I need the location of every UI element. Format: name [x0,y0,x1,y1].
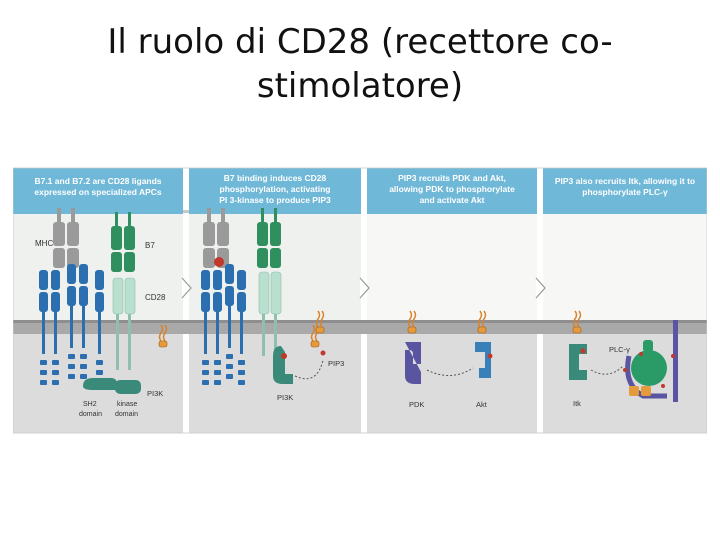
panel-3-pdk [405,310,421,384]
panel-3-akt [475,310,493,378]
panel-3-phosphorylation-arrow [426,367,474,376]
label-pip3-p2: PIP3 [328,359,344,368]
arrow-right-icon [359,277,370,299]
arrow-right-icon [181,277,192,299]
label-itk: Itk [573,399,581,408]
panel-3-header-line-2: allowing PDK to phosphorylate [389,184,515,194]
panel-2-header: B7 binding induces CD28 phosphorylation,… [189,168,361,214]
panel-1-header-line-2: expressed on specialized APCs [34,187,162,197]
panel-1-cd28 [112,277,136,370]
phosphate-icon [320,350,326,356]
slide-title-line-2: stimolatore) [256,66,464,106]
slide-title-line-1: Il ruolo di CD28 (recettore co- [107,22,613,62]
panel-3-header-bg [367,168,537,214]
panel-1-header: B7.1 and B7.2 are CD28 ligands expressed… [13,168,183,214]
panel-3-header: PIP3 recruits PDK and Akt, allowing PDK … [367,168,537,214]
label-sh2-line-1: SH2 [83,401,97,408]
figure-svg: B7.1 and B7.2 are CD28 ligands expressed… [13,167,707,434]
slide-title: Il ruolo di CD28 (recettore co- stimolat… [60,20,660,108]
label-pi3k-p1: PI3K [147,389,163,398]
panel-1-header-bg [13,168,183,214]
panel-3-header-line-1: PIP3 recruits PDK and Akt, [398,173,506,183]
t-cell-membrane-outline [13,320,707,323]
panel-2-cd28 [258,271,282,356]
label-sh2-line-2: domain [79,411,102,418]
figure-border [13,167,707,434]
panel-2-header-line-2: phosphorylation, activating [220,184,331,194]
panel-4-header-bg [543,168,707,214]
panel-2-header-line-1: B7 binding induces CD28 [224,173,327,183]
panel-1-pi3k [83,378,141,394]
panel-2-header-line-3: PI 3-kinase to produce PIP3 [219,195,331,205]
label-akt: Akt [476,400,488,409]
panel-2-pi3k [273,346,293,384]
panel-4-plc-gamma [623,320,678,402]
arrow-right-icon [535,277,546,299]
t-cell-membrane [13,322,707,334]
label-pi3k-p2: PI3K [277,393,293,402]
panel-3-header-line-3: and activate Akt [420,195,485,205]
label-kinase-line-1: kinase [117,401,137,408]
label-pdk: PDK [409,400,424,409]
panel-4-header-line-2: phosphorylate PLC-γ [582,187,668,197]
panel-1-header-line-1: B7.1 and B7.2 are CD28 ligands [34,176,161,186]
panel-2-peptide [214,257,224,267]
panel-4-phosphorylation-arrow [590,365,624,375]
cd28-signaling-figure: B7.1 and B7.2 are CD28 ligands expressed… [13,160,707,435]
label-mhc: MHC [35,239,53,248]
panel-2-header-bg [189,168,361,214]
panel-4-header-line-1: PIP3 also recruits Itk, allowing it to [555,176,695,186]
panel-3-cytoplasm-bg [367,330,537,433]
label-plc-gamma: PLC-γ [609,345,630,354]
label-cd28: CD28 [145,293,166,302]
panel-4-itk [569,310,587,380]
label-b7: B7 [145,241,155,250]
apc-membrane [13,210,361,213]
label-kinase-line-2: domain [115,411,138,418]
panel-4-header: PIP3 also recruits Itk, allowing it to p… [543,168,707,214]
